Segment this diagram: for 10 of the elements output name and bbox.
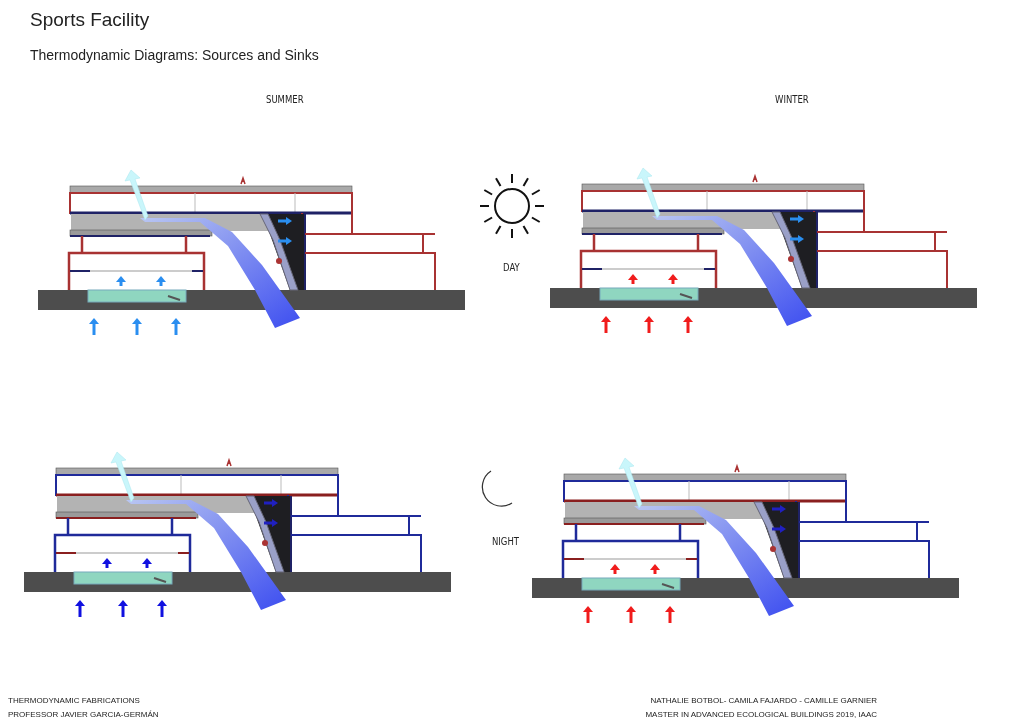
course-name: THERMODYNAMIC FABRICATIONS	[8, 696, 140, 705]
season-label: WINTER	[775, 94, 809, 105]
time-of-day-label: DAY	[503, 262, 520, 273]
title: Sports Facility	[30, 9, 150, 31]
time-of-day-label: NIGHT	[492, 536, 520, 547]
professor-name: PROFESSOR JAVIER GARCIA-GERMÁN	[8, 710, 159, 719]
authors-names: NATHALIE BOTBOL- CAMILA FAJARDO - CAMILLE GARNIER	[650, 696, 877, 705]
season-label: SUMMER	[266, 94, 304, 105]
subtitle: Thermodynamic Diagrams: Sources and Sinks	[30, 47, 319, 63]
program-name: MASTER IN ADVANCED ECOLOGICAL BUILDINGS 2019, IAAC	[645, 710, 877, 719]
